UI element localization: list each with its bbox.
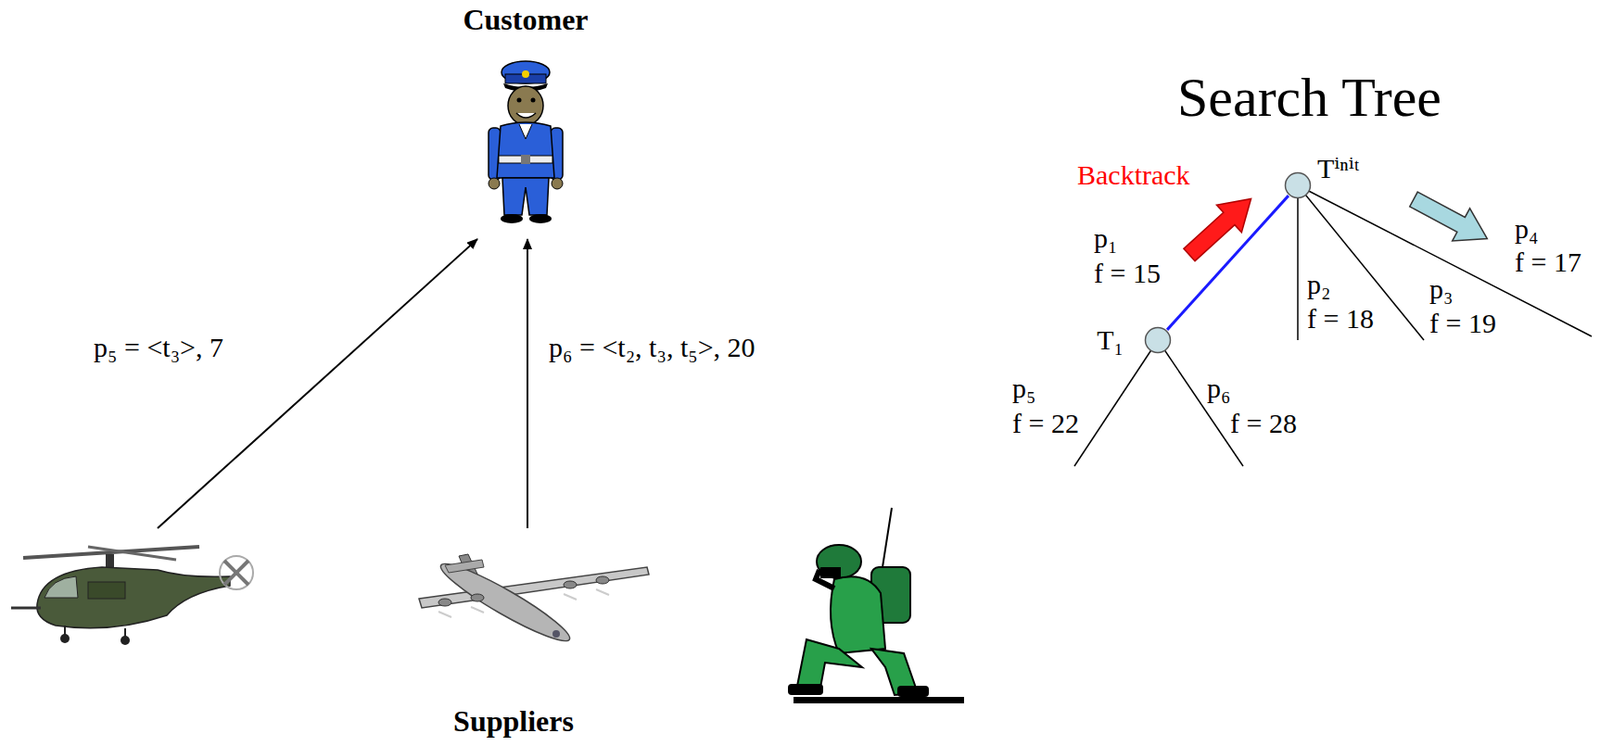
customer-node: Customer — [455, 3, 596, 240]
helicopter-icon — [11, 546, 254, 646]
tree-branch — [1074, 185, 1592, 467]
connector — [157, 239, 478, 529]
forward-arrow — [1405, 182, 1497, 255]
plan-label: p₅ — [1010, 372, 1038, 404]
plan-label: p₆ — [1205, 372, 1232, 404]
edge-label: p₅ = <t₃>, 7 — [91, 331, 226, 363]
connector — [1167, 195, 1289, 331]
f-value: f = 19 — [1427, 307, 1499, 339]
plan-label: p₂ — [1305, 268, 1333, 300]
f-value: f = 18 — [1305, 303, 1376, 334]
backtrack-arrow — [1177, 185, 1264, 269]
tree-node: Tⁱⁿⁱᵗ — [1283, 171, 1312, 200]
node-label: Tⁱⁿⁱᵗ — [1317, 152, 1360, 184]
edge-label: p₆ = <t₂, t₃, t₅>, 20 — [546, 331, 758, 363]
plane-icon — [419, 554, 649, 650]
node-label: Customer — [462, 3, 588, 37]
backtrack-label: Backtrack — [1075, 159, 1193, 191]
plan-label: p₃ — [1427, 273, 1455, 305]
plan-label: p₄ — [1512, 213, 1540, 244]
node-label: Suppliers — [453, 705, 574, 738]
connector — [526, 239, 529, 529]
f-value: f = 28 — [1228, 407, 1299, 439]
edge-label: p₁ — [1092, 222, 1119, 254]
tree-node: T₁ — [1143, 326, 1172, 355]
node-circle — [1143, 326, 1172, 355]
node-circle — [1283, 171, 1312, 200]
officer-icon — [488, 61, 563, 224]
tree-title: Search Tree — [1175, 66, 1444, 128]
suppliers-node: Suppliers — [4, 528, 1023, 744]
f-value: f = 22 — [1010, 407, 1081, 439]
node-label: T₁ — [1096, 324, 1124, 356]
soldier-icon — [787, 507, 965, 704]
f-value: f = 17 — [1512, 246, 1584, 278]
f-value: f = 15 — [1092, 257, 1163, 289]
